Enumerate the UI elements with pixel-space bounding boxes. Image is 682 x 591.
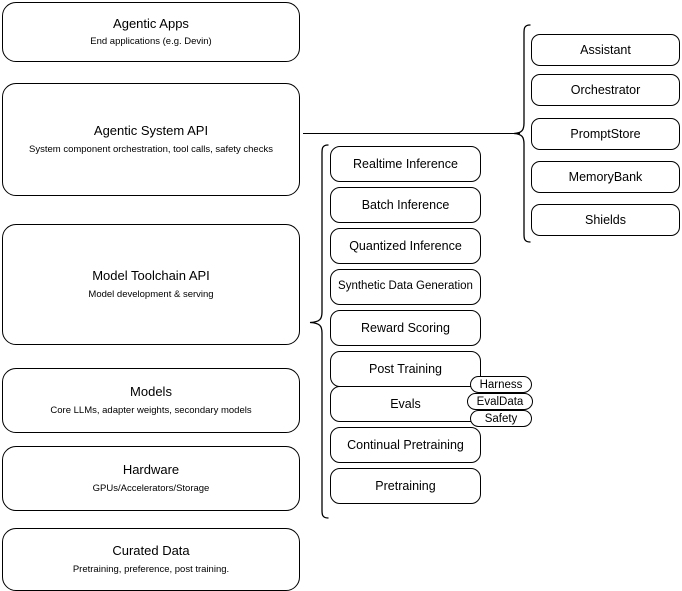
mid-box-reward-scoring[interactable]: Reward Scoring	[330, 310, 481, 346]
mid-box-label: Evals	[390, 396, 421, 411]
stack-title: Agentic System API	[93, 123, 209, 139]
pill-harness[interactable]: Harness	[470, 376, 532, 393]
stack-title: Model Toolchain API	[92, 268, 210, 284]
mid-box-label: Continual Pretraining	[347, 437, 464, 452]
mid-box-quantized-inference[interactable]: Quantized Inference	[330, 228, 481, 264]
mid-box-label: Batch Inference	[361, 197, 450, 212]
mid-box-pretraining[interactable]: Pretraining	[330, 468, 481, 504]
stack-subtitle: Model development & serving	[88, 288, 214, 300]
mid-box-continual-pretraining[interactable]: Continual Pretraining	[330, 427, 481, 463]
connector-line-system-api-to-components	[303, 133, 520, 135]
stack-subtitle: System component orchestration, tool cal…	[29, 143, 273, 155]
right-box-assistant[interactable]: Assistant	[531, 34, 680, 66]
stack-title: Agentic Apps	[113, 15, 189, 31]
pill-safety[interactable]: Safety	[470, 410, 532, 427]
mid-box-label: Pretraining	[375, 478, 436, 493]
stack-box-agentic-system-api[interactable]: Agentic System API System component orch…	[2, 83, 300, 196]
stack-subtitle: Pretraining, preference, post training.	[72, 563, 230, 575]
right-box-label: Assistant	[580, 42, 631, 57]
right-box-orchestrator[interactable]: Orchestrator	[531, 74, 680, 106]
right-box-memorybank[interactable]: MemoryBank	[531, 161, 680, 193]
stack-box-curated-data[interactable]: Curated Data Pretraining, preference, po…	[2, 528, 300, 591]
mid-box-label: Reward Scoring	[361, 320, 450, 335]
right-box-shields[interactable]: Shields	[531, 204, 680, 236]
right-box-label: PromptStore	[570, 126, 641, 141]
right-box-label: Orchestrator	[570, 82, 641, 97]
right-box-label: Shields	[585, 212, 626, 227]
stack-box-models[interactable]: Models Core LLMs, adapter weights, secon…	[2, 368, 300, 433]
stack-subtitle: End applications (e.g. Devin)	[90, 36, 212, 48]
mid-box-label: Post Training	[369, 361, 442, 376]
stack-box-hardware[interactable]: Hardware GPUs/Accelerators/Storage	[2, 446, 300, 511]
mid-box-post-training[interactable]: Post Training	[330, 351, 481, 387]
stack-box-agentic-apps[interactable]: Agentic Apps End applications (e.g. Devi…	[2, 2, 300, 62]
stack-title: Hardware	[122, 462, 180, 478]
pill-label: EvalData	[476, 395, 524, 408]
right-box-promptstore[interactable]: PromptStore	[531, 118, 680, 150]
mid-box-evals[interactable]: Evals	[330, 386, 481, 422]
stack-title: Curated Data	[112, 543, 190, 559]
mid-box-label: Realtime Inference	[353, 156, 458, 171]
mid-box-realtime-inference[interactable]: Realtime Inference	[330, 146, 481, 182]
brace-middle-column	[308, 144, 330, 520]
mid-box-label: Synthetic Data Generation	[338, 280, 473, 293]
brace-right-column	[512, 24, 532, 244]
pill-evaldata[interactable]: EvalData	[467, 393, 533, 410]
pill-label: Safety	[484, 412, 518, 425]
stack-subtitle: Core LLMs, adapter weights, secondary mo…	[50, 404, 252, 416]
right-box-label: MemoryBank	[568, 169, 643, 184]
mid-box-batch-inference[interactable]: Batch Inference	[330, 187, 481, 223]
stack-subtitle: GPUs/Accelerators/Storage	[92, 482, 210, 494]
pill-label: Harness	[479, 378, 523, 391]
mid-box-synthetic-data-generation[interactable]: Synthetic Data Generation	[330, 269, 481, 305]
stack-title: Models	[130, 384, 172, 400]
stack-box-model-toolchain-api[interactable]: Model Toolchain API Model development & …	[2, 224, 300, 345]
mid-box-label: Quantized Inference	[349, 238, 462, 253]
